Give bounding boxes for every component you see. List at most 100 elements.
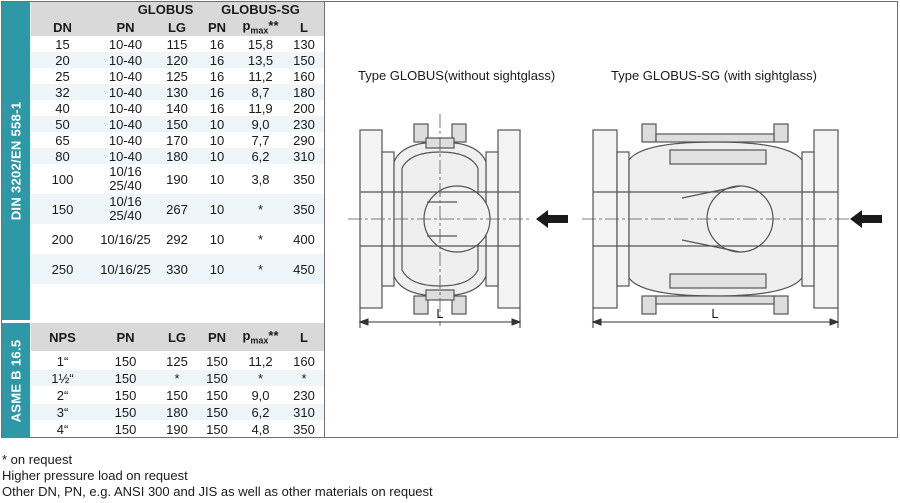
table-cell: 180 [166,148,188,164]
table-cell: 1“ [56,353,69,369]
table-cell: 150 [114,387,137,403]
table-cell: 250 [51,261,74,277]
divider [324,2,325,437]
table-cell: 150 [166,116,188,132]
table-cell: 190 [166,171,188,187]
table-cell: 330 [166,261,188,277]
dimension-line-left [358,308,522,328]
table-cell: 11,9 [248,100,273,116]
table-cell: 32 [55,84,70,100]
table-cell: 80 [55,148,70,164]
table-cell: * [257,261,264,277]
table-cell: 25 [55,68,70,84]
table-cell: 130 [293,36,315,52]
table-cell: 180 [293,84,315,100]
table-cell: 400 [293,231,315,247]
table-cell: 50 [55,116,70,132]
dimension-label-right: L [711,306,718,321]
table-cell: 350 [293,421,315,437]
sidebar-gap [2,320,30,323]
table-cell: 200 [51,231,74,247]
dimension-line-right [591,308,840,328]
table-cell: 20 [55,52,70,68]
table-cell: * [257,201,264,217]
table-cell: 290 [293,132,315,148]
header-l: L [300,19,308,35]
footnote-line: Higher pressure load on request [2,468,188,483]
group-header-globus-sg: GLOBUS-SG [197,2,324,18]
table-cell: 10-40 [108,68,143,84]
table-cell: 150 [206,353,228,369]
table-cell: 310 [293,404,315,420]
table-cell: 180 [166,404,188,420]
table-cell: 160 [293,353,315,369]
table-cell: 9,0 [251,116,270,132]
table-cell: 11,2 [248,353,273,369]
table-cell: 350 [293,171,315,187]
table-cell: 9,0 [251,387,270,403]
table-cell: 150 [114,404,137,420]
table-cell: 11,2 [248,68,273,84]
header-l: L [300,329,308,345]
table-cell: 150 [114,353,137,369]
header-pn: PN [116,329,135,345]
header-nps: NPS [49,329,76,345]
table-cell: 4,8 [251,421,270,437]
table-cell: 10-40 [108,132,143,148]
table-cell: * [301,370,307,386]
header-lg: LG [167,329,187,345]
table-cell: 10-40 [108,116,143,132]
table-cell: 2“ [56,387,69,403]
table-cell: 16 [209,100,225,116]
footnote-line: * on request [2,452,73,467]
group-header-blank [31,2,94,18]
header-lg: LG [167,19,187,35]
table-cell: 10-40 [108,36,143,52]
table-cell: * [257,370,264,386]
table-cell: 65 [55,132,70,148]
table-cell: 115 [166,36,188,52]
table-cell: 10 [209,201,225,217]
asme-standard-sidebar: ASME B 16.5 [2,323,30,438]
table-cell: 230 [293,387,315,403]
table-cell: 4“ [56,421,69,437]
table-cell: 16 [209,84,225,100]
table-cell: 350 [293,201,315,217]
table-cell: * [174,370,180,386]
table-cell: 10 [209,132,225,148]
dimension-label-left: L [436,306,443,321]
table-cell: 6,2 [251,404,270,420]
table-cell: 16 [209,36,225,52]
table-cell: 1½“ [51,370,74,386]
table-cell: 292 [166,231,188,247]
table-cell: 15 [55,36,70,52]
table-cell: 16 [209,68,225,84]
caption-globus: Type GLOBUS(without sightglass) [358,68,556,83]
table-cell: 150 [206,370,228,386]
header-pn-sg: PN [207,19,227,35]
table-cell: 8,7 [251,84,270,100]
table-row: 1½“150*150** [31,370,324,386]
table-cell: 190 [166,421,188,437]
header-pn-sg: PN [207,329,227,345]
